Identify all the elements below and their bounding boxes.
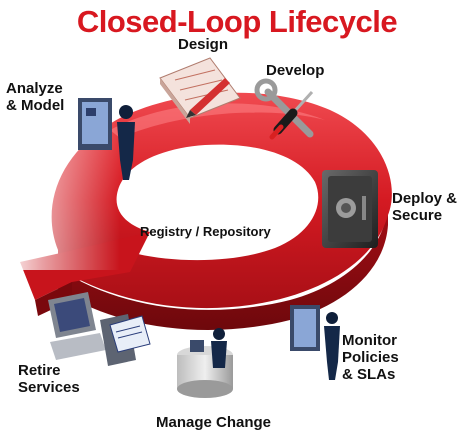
vault-safe-icon [322,170,378,248]
database-person-icon [177,328,233,398]
monitor-person-icon [290,305,340,380]
stage-label-manage-change: Manage Change [156,414,272,431]
center-label: Registry / Repository [140,224,271,239]
blueprint-design-icon [159,57,241,124]
wrench-screwdriver-icon [254,78,314,140]
page-title: Closed-Loop Lifecycle [76,4,398,39]
stage-label-design: Design [178,36,229,53]
analyst-person-icon [78,98,135,180]
stage-label-monitor: Monitor Policies & SLAs [342,332,399,383]
stage-label-retire: Retire Services [18,362,80,396]
computer-workstation-icon [48,292,151,366]
stage-label-analyze: Analyze & Model [6,80,65,114]
stage-label-deploy: Deploy & Secure [392,190,458,224]
stage-label-develop: Develop [266,62,325,79]
lifecycle-ring [0,90,392,330]
